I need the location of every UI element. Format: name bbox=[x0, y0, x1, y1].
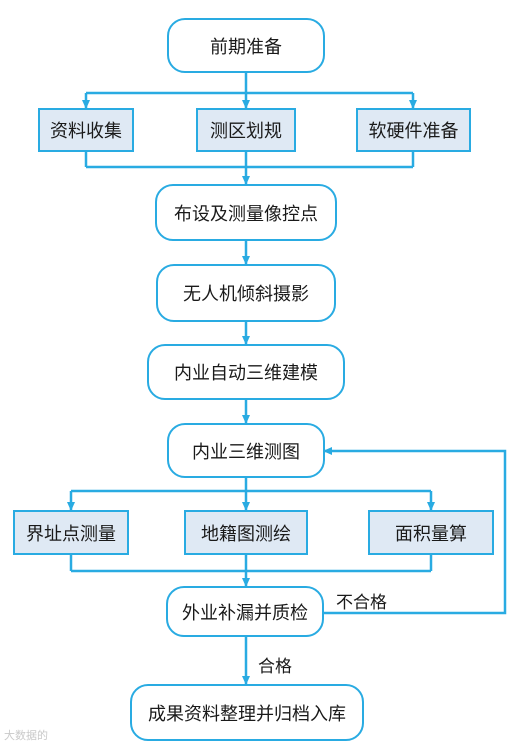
node-field: 外业补漏并质检 bbox=[166, 586, 324, 637]
node-area: 面积量算 bbox=[368, 510, 494, 555]
node-map3d: 内业三维测图 bbox=[167, 423, 325, 478]
watermark: 大数据的 bbox=[4, 729, 48, 742]
feedback-loop-arrow bbox=[323, 447, 507, 615]
edge-label-pass: 合格 bbox=[258, 657, 292, 677]
node-planning: 测区划规 bbox=[196, 108, 296, 152]
node-hwsw: 软硬件准备 bbox=[356, 108, 471, 152]
node-cadastral: 地籍图测绘 bbox=[184, 510, 308, 555]
node-archive: 成果资料整理并归档入库 bbox=[130, 684, 364, 741]
node-prep: 前期准备 bbox=[167, 18, 325, 73]
node-boundary: 界址点测量 bbox=[13, 510, 129, 555]
edge-label-fail: 不合格 bbox=[336, 593, 387, 613]
node-gcp: 布设及测量像控点 bbox=[155, 184, 337, 241]
node-collect: 资料收集 bbox=[38, 108, 134, 152]
node-auto3d: 内业自动三维建模 bbox=[147, 344, 345, 400]
node-uav: 无人机倾斜摄影 bbox=[156, 264, 336, 322]
